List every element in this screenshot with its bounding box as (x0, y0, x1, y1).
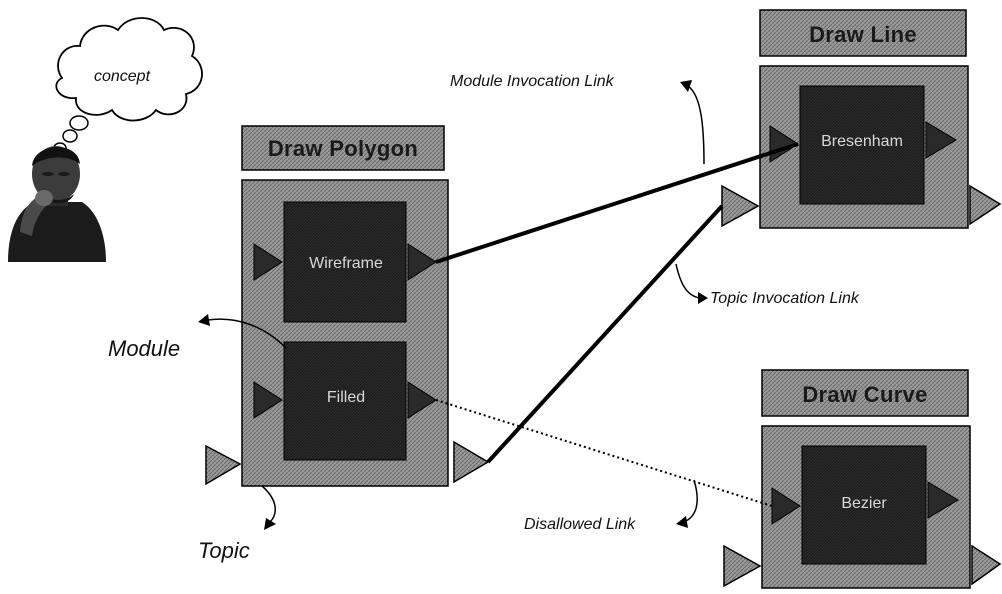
disallowed-link-line[interactable] (435, 399, 773, 507)
callout-arrow (687, 85, 705, 165)
thinker-illustration: concept (8, 17, 203, 262)
module-invocation-link-line[interactable] (435, 142, 799, 264)
module-label: Filled (327, 389, 365, 406)
topic-title: Draw Curve (802, 382, 927, 407)
topic-output-port[interactable] (453, 440, 490, 484)
topic-title: Draw Line (809, 22, 917, 47)
topic-draw-polygon[interactable]: Draw Polygon Wireframe Filled (205, 125, 490, 487)
topic-draw-line[interactable]: Draw Line Bresenham (721, 9, 1002, 229)
thought-bubble-medium (62, 129, 78, 143)
callout-arrow (683, 479, 698, 523)
module-wireframe[interactable]: Wireframe (253, 201, 437, 323)
arrowhead-icon (676, 516, 688, 528)
callout-text: Module (108, 336, 180, 361)
topic-output-port[interactable] (971, 544, 1002, 586)
module-label: Bezier (841, 495, 887, 512)
topic-output-port[interactable] (969, 184, 1002, 226)
arrowhead-icon (198, 314, 210, 326)
topic-title-box (759, 9, 967, 57)
module-box (283, 201, 407, 323)
callout-disallowed-link: Disallowed Link (524, 479, 698, 533)
module-label: Bresenham (821, 133, 903, 150)
callout-text: Module Invocation Link (450, 73, 615, 90)
module-label: Wireframe (309, 255, 383, 272)
module-box (283, 341, 407, 461)
module-box (801, 445, 927, 565)
module-output-port[interactable] (927, 481, 959, 519)
callout-arrow (261, 485, 276, 523)
thought-text: concept (94, 68, 151, 85)
callout-text: Disallowed Link (524, 516, 636, 533)
arrowhead-icon (264, 518, 276, 530)
person-icon (8, 146, 106, 262)
module-bresenham[interactable]: Bresenham (769, 85, 957, 205)
module-input-port[interactable] (253, 381, 283, 419)
module-bezier[interactable]: Bezier (771, 445, 959, 565)
thought-bubble-large (69, 115, 89, 131)
topic-input-port[interactable] (723, 544, 762, 588)
callout-topic-invocation-link: Topic Invocation Link (675, 263, 860, 307)
module-input-port[interactable] (253, 243, 283, 281)
module-output-port[interactable] (407, 243, 437, 281)
topic-invocation-link-line[interactable] (486, 204, 724, 464)
topic-draw-curve[interactable]: Draw Curve Bezier (723, 369, 1002, 589)
topic-title-box (761, 369, 969, 417)
module-output-port[interactable] (407, 381, 437, 419)
callout-text: Topic (198, 538, 250, 563)
callout-topic: Topic (198, 485, 276, 563)
thought-cloud (55, 17, 203, 122)
arrowhead-icon (698, 292, 708, 304)
module-box (799, 85, 925, 205)
module-filled[interactable]: Filled (253, 341, 437, 461)
callout-module: Module (108, 314, 287, 361)
callout-module-invocation-link: Module Invocation Link (450, 73, 705, 165)
module-input-port[interactable] (771, 487, 801, 525)
module-input-port[interactable] (769, 125, 799, 163)
topic-title: Draw Polygon (268, 136, 418, 161)
module-output-port[interactable] (925, 121, 957, 159)
callout-arrow (675, 263, 701, 299)
topic-input-port[interactable] (721, 184, 760, 228)
arrowhead-icon (680, 80, 692, 92)
topic-title-box (241, 125, 445, 171)
callout-text: Topic Invocation Link (710, 290, 860, 307)
topic-input-port[interactable] (205, 444, 242, 486)
callout-arrow (207, 318, 287, 349)
